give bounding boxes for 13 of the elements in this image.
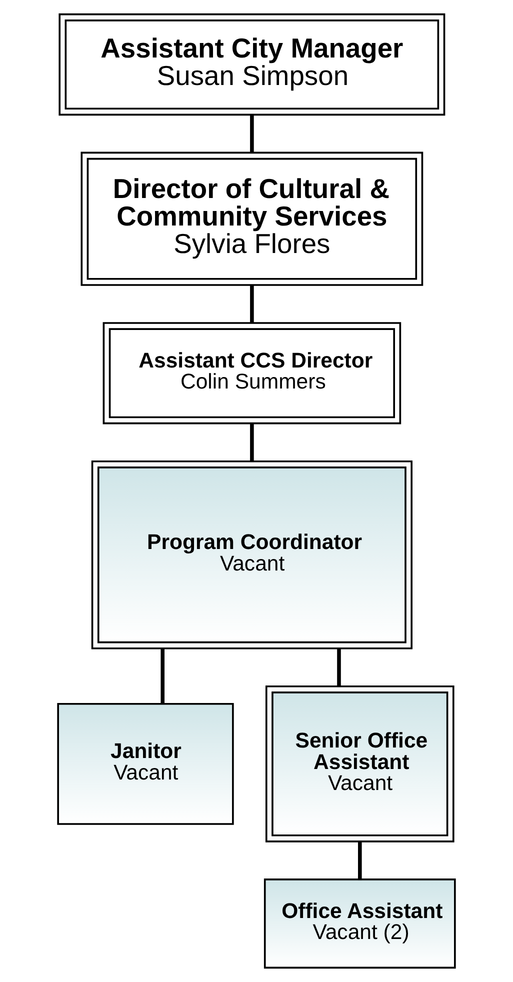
- connector: [250, 424, 254, 461]
- connector: [358, 842, 362, 880]
- node-box: Janitor Vacant: [57, 702, 234, 825]
- node-box: Office Assistant Vacant (2): [264, 878, 456, 969]
- node-box: Program Coordinator Vacant: [91, 460, 412, 650]
- connector: [337, 648, 341, 686]
- node-box: Director of Cultural & Community Services Sylvia Flores: [80, 152, 424, 286]
- connector: [250, 115, 254, 152]
- connector: [160, 648, 165, 704]
- node-box: Senior Office Assistant Vacant: [265, 685, 454, 842]
- connector: [250, 285, 254, 323]
- node-box: Assistant CCS Director Colin Summers: [102, 322, 402, 424]
- node-box: Assistant City Manager Susan Simpson: [58, 13, 446, 116]
